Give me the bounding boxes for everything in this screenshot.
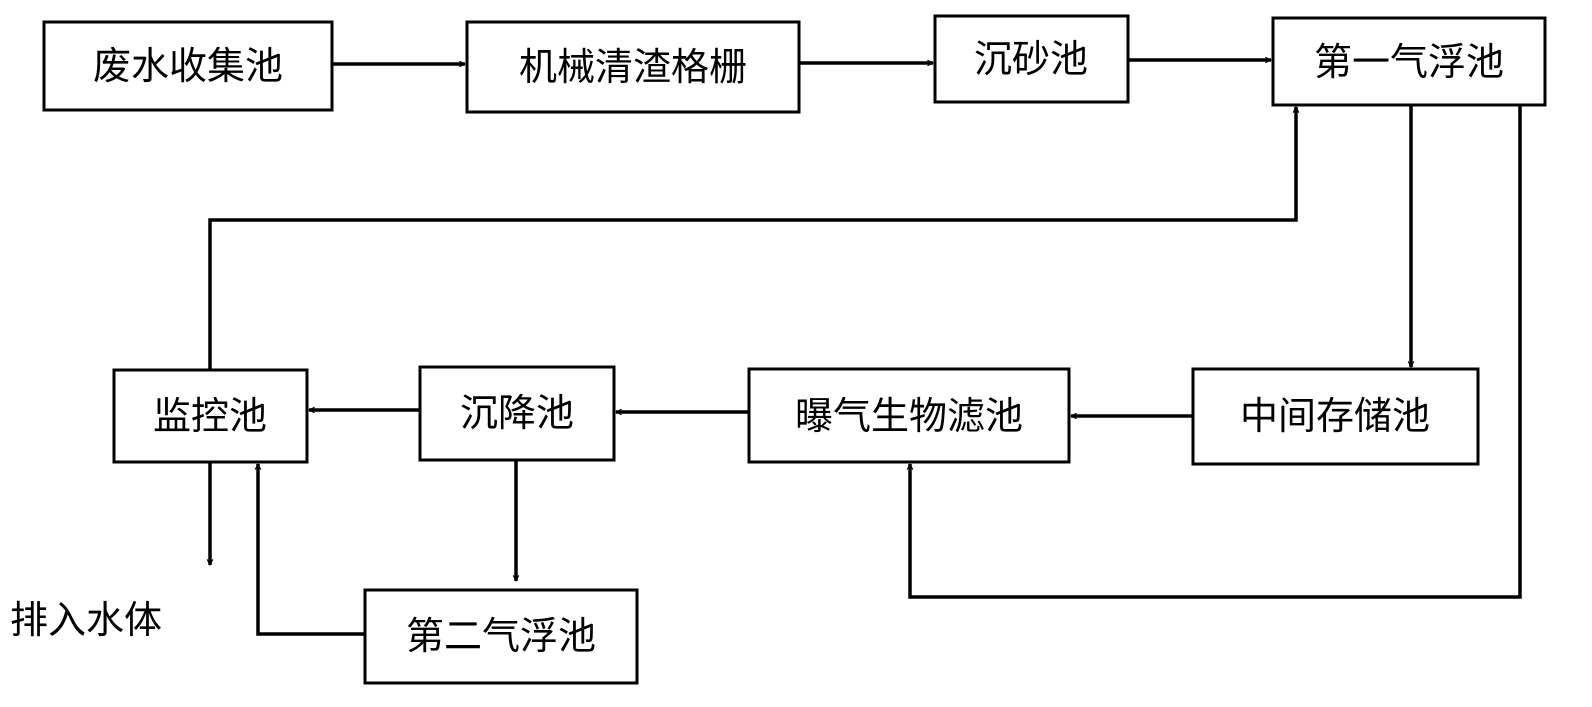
node-first-flotation: 第一气浮池: [1271, 16, 1547, 107]
node-label: 废水收集池: [93, 44, 283, 88]
node-label: 中间存储池: [1240, 394, 1430, 438]
discharge-label: 排入水体: [10, 598, 162, 642]
node-mechanical-screen: 机械清渣格栅: [465, 20, 801, 114]
node-grit-chamber: 沉砂池: [933, 14, 1130, 104]
node-label: 机械清渣格栅: [519, 45, 747, 89]
node-label: 监控池: [153, 394, 267, 438]
node-label: 曝气生物滤池: [795, 394, 1023, 438]
arrow-first-flotation-to-biofilter: [910, 105, 1522, 599]
node-monitoring: 监控池: [112, 368, 309, 464]
node-aerated-biofilter: 曝气生物滤池: [747, 367, 1071, 464]
node-wastewater-collection: 废水收集池: [42, 20, 334, 112]
node-label: 第一气浮池: [1314, 40, 1504, 84]
node-label: 沉降池: [460, 391, 574, 435]
node-sedimentation: 沉降池: [418, 365, 616, 462]
node-label: 第二气浮池: [406, 614, 596, 658]
node-second-flotation: 第二气浮池: [363, 588, 639, 685]
node-label: 沉砂池: [974, 37, 1088, 81]
arrow-monitoring-return-to-first-flotation: [208, 107, 1296, 370]
node-intermediate-storage: 中间存储池: [1191, 367, 1480, 466]
arrow-second-flotation-to-monitoring: [258, 464, 365, 636]
